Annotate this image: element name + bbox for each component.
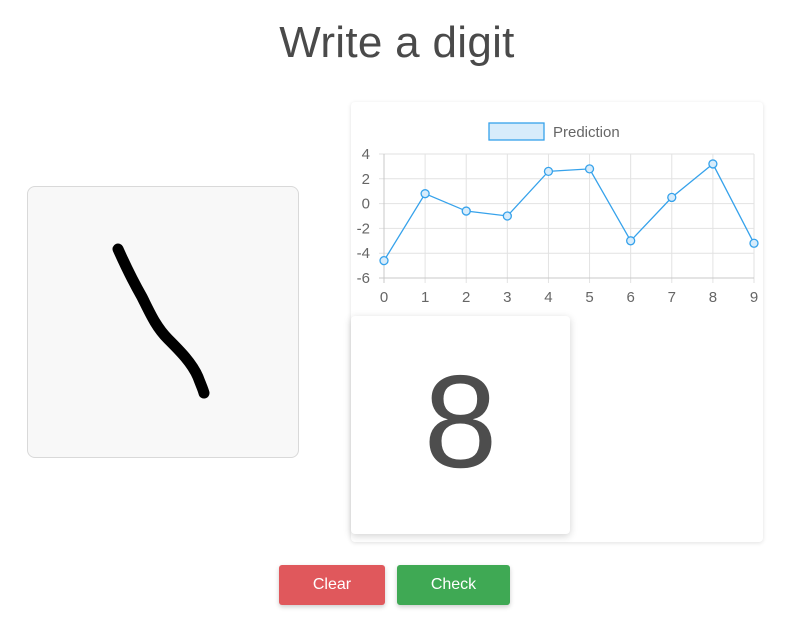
prediction-line [383,162,755,261]
page-title: Write a digit [279,18,515,67]
legend-swatch [488,122,545,141]
clear-button[interactable]: Clear [279,565,385,605]
x-tick-label: 0 [380,289,388,306]
x-tick-label: 2 [462,289,470,306]
y-tick-label: 4 [362,146,370,163]
x-tick-label: 6 [626,289,634,306]
y-tick-label: -6 [357,270,370,287]
prediction-point [379,255,389,266]
prediction-point [708,159,718,169]
x-tick-label: 5 [585,289,593,306]
drawing-canvas[interactable] [27,186,299,458]
x-tick-label: 4 [544,289,552,306]
y-tick-label: 0 [362,196,370,213]
prediction-point [461,206,471,216]
y-tick-label: -4 [357,245,370,262]
prediction-point [749,238,759,248]
x-tick-label: 3 [503,289,511,306]
prediction-point [667,192,677,203]
predicted-digit: 8 [423,348,498,495]
check-button[interactable]: Check [397,565,510,605]
x-tick-label: 9 [750,289,758,306]
x-tick-label: 7 [668,289,676,306]
y-tick-label: 2 [362,171,370,188]
prediction-point [626,236,636,246]
x-tick-label: 8 [709,289,717,306]
prediction-chart-svg: 0 1 2 3 4 5 6 7 8 9 4 2 0 -2 -4 -6 Prediction [357,122,759,306]
x-tick-label: 1 [421,289,429,306]
prediction-point [543,166,554,177]
result-card: 8 [351,316,570,534]
drawn-stroke-layer [112,243,210,399]
prediction-point [502,211,512,221]
y-tick-label: -2 [357,220,370,237]
prediction-point [420,189,430,199]
prediction-point [584,164,595,174]
drawn-stroke [112,243,210,399]
legend-label: Prediction [553,124,620,141]
